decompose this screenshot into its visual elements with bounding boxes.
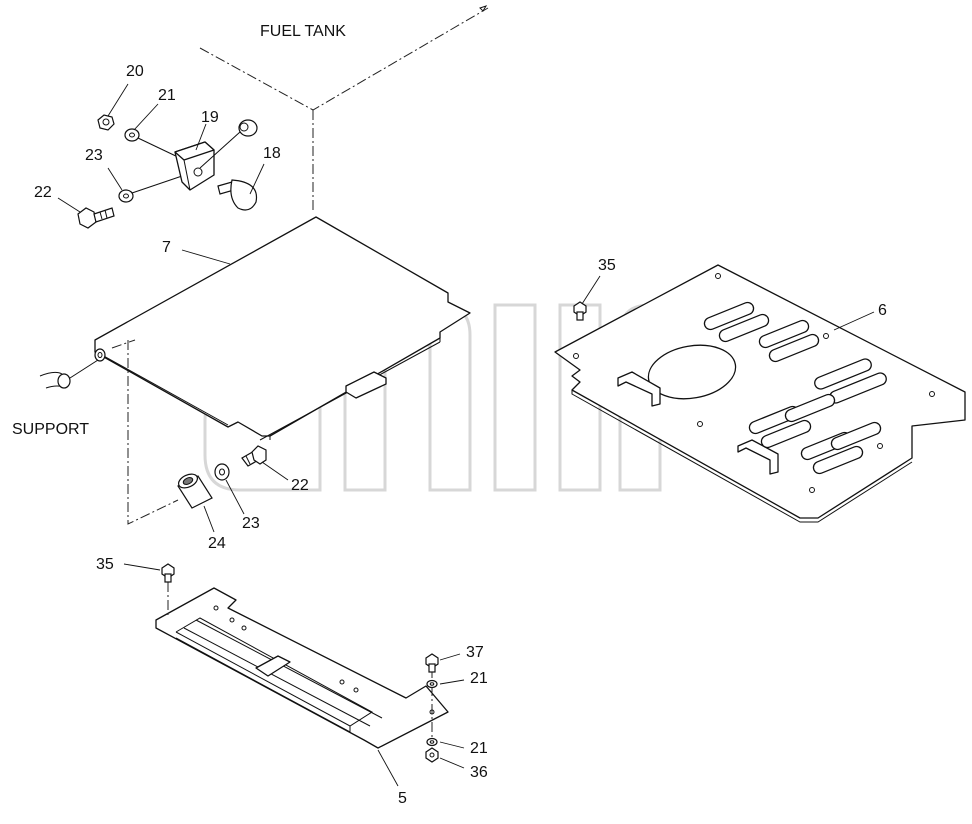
spacer-24 xyxy=(177,473,213,509)
washer-23-mid xyxy=(214,463,230,481)
washer-23-top xyxy=(118,189,134,203)
callout-7: 7 xyxy=(162,239,171,256)
callout-23-mid: 23 xyxy=(242,515,260,532)
vented-plate-6 xyxy=(554,264,966,523)
bolt-35-bottom xyxy=(161,563,175,583)
support-stub: SUPPORT xyxy=(12,359,99,438)
callout-23-top: 23 xyxy=(85,147,103,164)
bolt-37 xyxy=(425,653,439,673)
callout-35-bottom: 35 xyxy=(96,556,114,573)
mid-hardware xyxy=(177,445,267,509)
bolt-35-right xyxy=(573,301,587,321)
bracket-hardware-cluster xyxy=(77,114,258,229)
callout-20: 20 xyxy=(126,63,144,80)
leader-lines xyxy=(57,83,875,787)
washer-21-bottom xyxy=(426,737,438,747)
label-support: SUPPORT xyxy=(12,421,89,438)
bolt-22-top xyxy=(77,207,115,229)
callout-19: 19 xyxy=(201,109,219,126)
callout-18: 18 xyxy=(263,145,281,162)
callout-22-top: 22 xyxy=(34,184,52,201)
bolt-22-mid xyxy=(241,445,267,467)
callout-21-bottom: 21 xyxy=(470,740,488,757)
louver-slots xyxy=(703,301,887,475)
callout-22-mid: 22 xyxy=(291,477,309,494)
label-fuel-tank: FUEL TANK xyxy=(260,23,346,40)
washer-21-top xyxy=(124,128,140,142)
washer-21-mid xyxy=(426,679,438,689)
callout-36: 36 xyxy=(470,764,488,781)
lower-bracket-5 xyxy=(155,582,449,749)
callout-35-right: 35 xyxy=(598,257,616,274)
bracket-19 xyxy=(174,141,215,191)
cover-plate-7 xyxy=(94,216,471,525)
nut-20 xyxy=(97,114,115,131)
callout-6: 6 xyxy=(878,302,887,319)
grommet xyxy=(199,119,258,169)
callout-5: 5 xyxy=(398,790,407,807)
callout-24: 24 xyxy=(208,535,226,552)
callout-numbers: 20 21 19 18 23 22 7 35 6 22 23 24 35 37 … xyxy=(34,63,887,807)
fuel-tank-outline: FUEL TANK xyxy=(199,5,489,212)
callout-21-top: 21 xyxy=(158,87,176,104)
bump-stop-18 xyxy=(217,179,258,211)
callout-21-mid: 21 xyxy=(470,670,488,687)
mounting-holes xyxy=(573,273,935,493)
nut-36 xyxy=(425,747,439,763)
callout-37: 37 xyxy=(466,644,484,661)
